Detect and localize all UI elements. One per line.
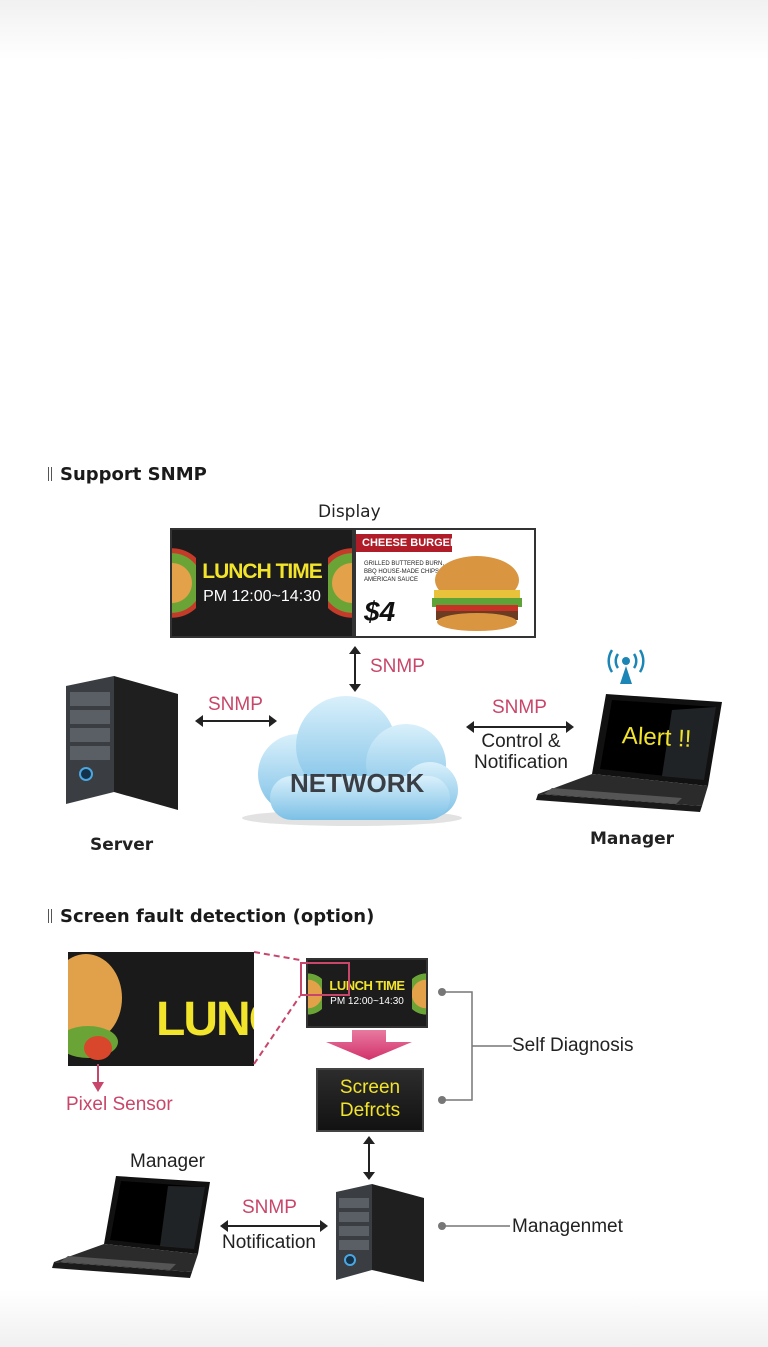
snmp-top-label: SNMP [370,656,425,677]
left-screen-headline: LUNCH TIME [202,560,323,583]
cheese-burger-banner: CHEESE BURGER [356,534,458,552]
server-label: Server [90,835,154,855]
manager-laptop-icon [536,694,722,812]
self-diagnosis-label: Self Diagnosis [512,1035,634,1056]
price-text: $4 [364,596,396,627]
snmp-right-label: SNMP [492,697,547,718]
screen-defects-box: Screen Defrcts [316,1068,424,1132]
monitor-burger-right-icon [412,966,426,1022]
display-label: Display [318,502,381,522]
burger-right-icon [328,540,352,626]
snmp-bottom-label: SNMP [242,1197,297,1218]
fault-section-title-text: Screen fault detection (option) [60,906,375,927]
desc-line-2: BBQ HOUSE-MADE CHIPS, [364,569,441,575]
diagnosis-down-arrow-icon [326,1030,412,1060]
fault-section-title: Screen fault detection (option) [48,906,374,927]
self-diagnosis-bracket [438,988,512,1104]
server-tower-icon [66,676,178,810]
management-connector [438,1222,510,1230]
defect-line-1: Screen [339,1077,401,1098]
left-screen-time: PM 12:00~14:30 [203,588,321,605]
snmp-left-label: SNMP [208,694,263,715]
management-label: Managenmet [512,1216,623,1237]
laptop-server-arrow-icon [220,1220,328,1232]
burger-description: GRILLED BUTTERED BURN, BBQ HOUSE-MADE CH… [364,560,444,584]
pixel-sensor-arrow-icon [92,1064,104,1092]
manager-top-label: Manager [590,829,675,849]
manager-bottom-label: Manager [130,1151,205,1172]
manager-bottom-laptop-icon [52,1176,210,1278]
notification-label: Notification [474,752,568,773]
burger-left-icon [172,540,196,626]
notification-bottom-label: Notification [222,1232,316,1253]
zoomed-screen-view: LUNC [68,952,254,1066]
network-cloud-icon [242,696,462,826]
desc-line-3: AMERICAN SAUCE [364,577,419,583]
zoom-burger-icon [68,954,122,1060]
display-right-screen: CHEESE BURGER GRILLED BUTTERED BURN, BBQ… [354,528,536,638]
wireless-signal-icon [607,649,645,684]
server-network-arrow-icon [195,715,277,727]
pixel-sensor-label: Pixel Sensor [66,1094,173,1115]
defects-server-arrow-icon [363,1136,375,1180]
control-notification-label: Control & Notification [470,731,572,773]
section-marker-icon [48,467,52,481]
alert-text: Alert !! [621,722,693,753]
network-label: NETWORK [290,768,425,798]
desc-line-1: GRILLED BUTTERED BURN, [364,561,445,567]
zoom-headline-text: LUNC [156,993,254,1046]
snmp-section-title: Support SNMP [48,464,207,485]
section-marker-icon [48,909,52,923]
monitor-time: PM 12:00~14:30 [330,996,404,1007]
snmp-section-title-text: Support SNMP [60,464,207,485]
management-server-icon [336,1184,424,1282]
sensor-highlight-box [300,962,350,996]
display-network-arrow-icon [349,646,361,692]
control-label: Control & [481,731,561,752]
network-manager-arrow-icon [466,721,574,733]
zoom-connector-lines [253,951,301,1065]
display-left-screen: LUNCH TIME PM 12:00~14:30 [170,528,354,638]
defect-line-2: Defrcts [339,1100,401,1121]
cheese-burger-icon [432,556,522,631]
